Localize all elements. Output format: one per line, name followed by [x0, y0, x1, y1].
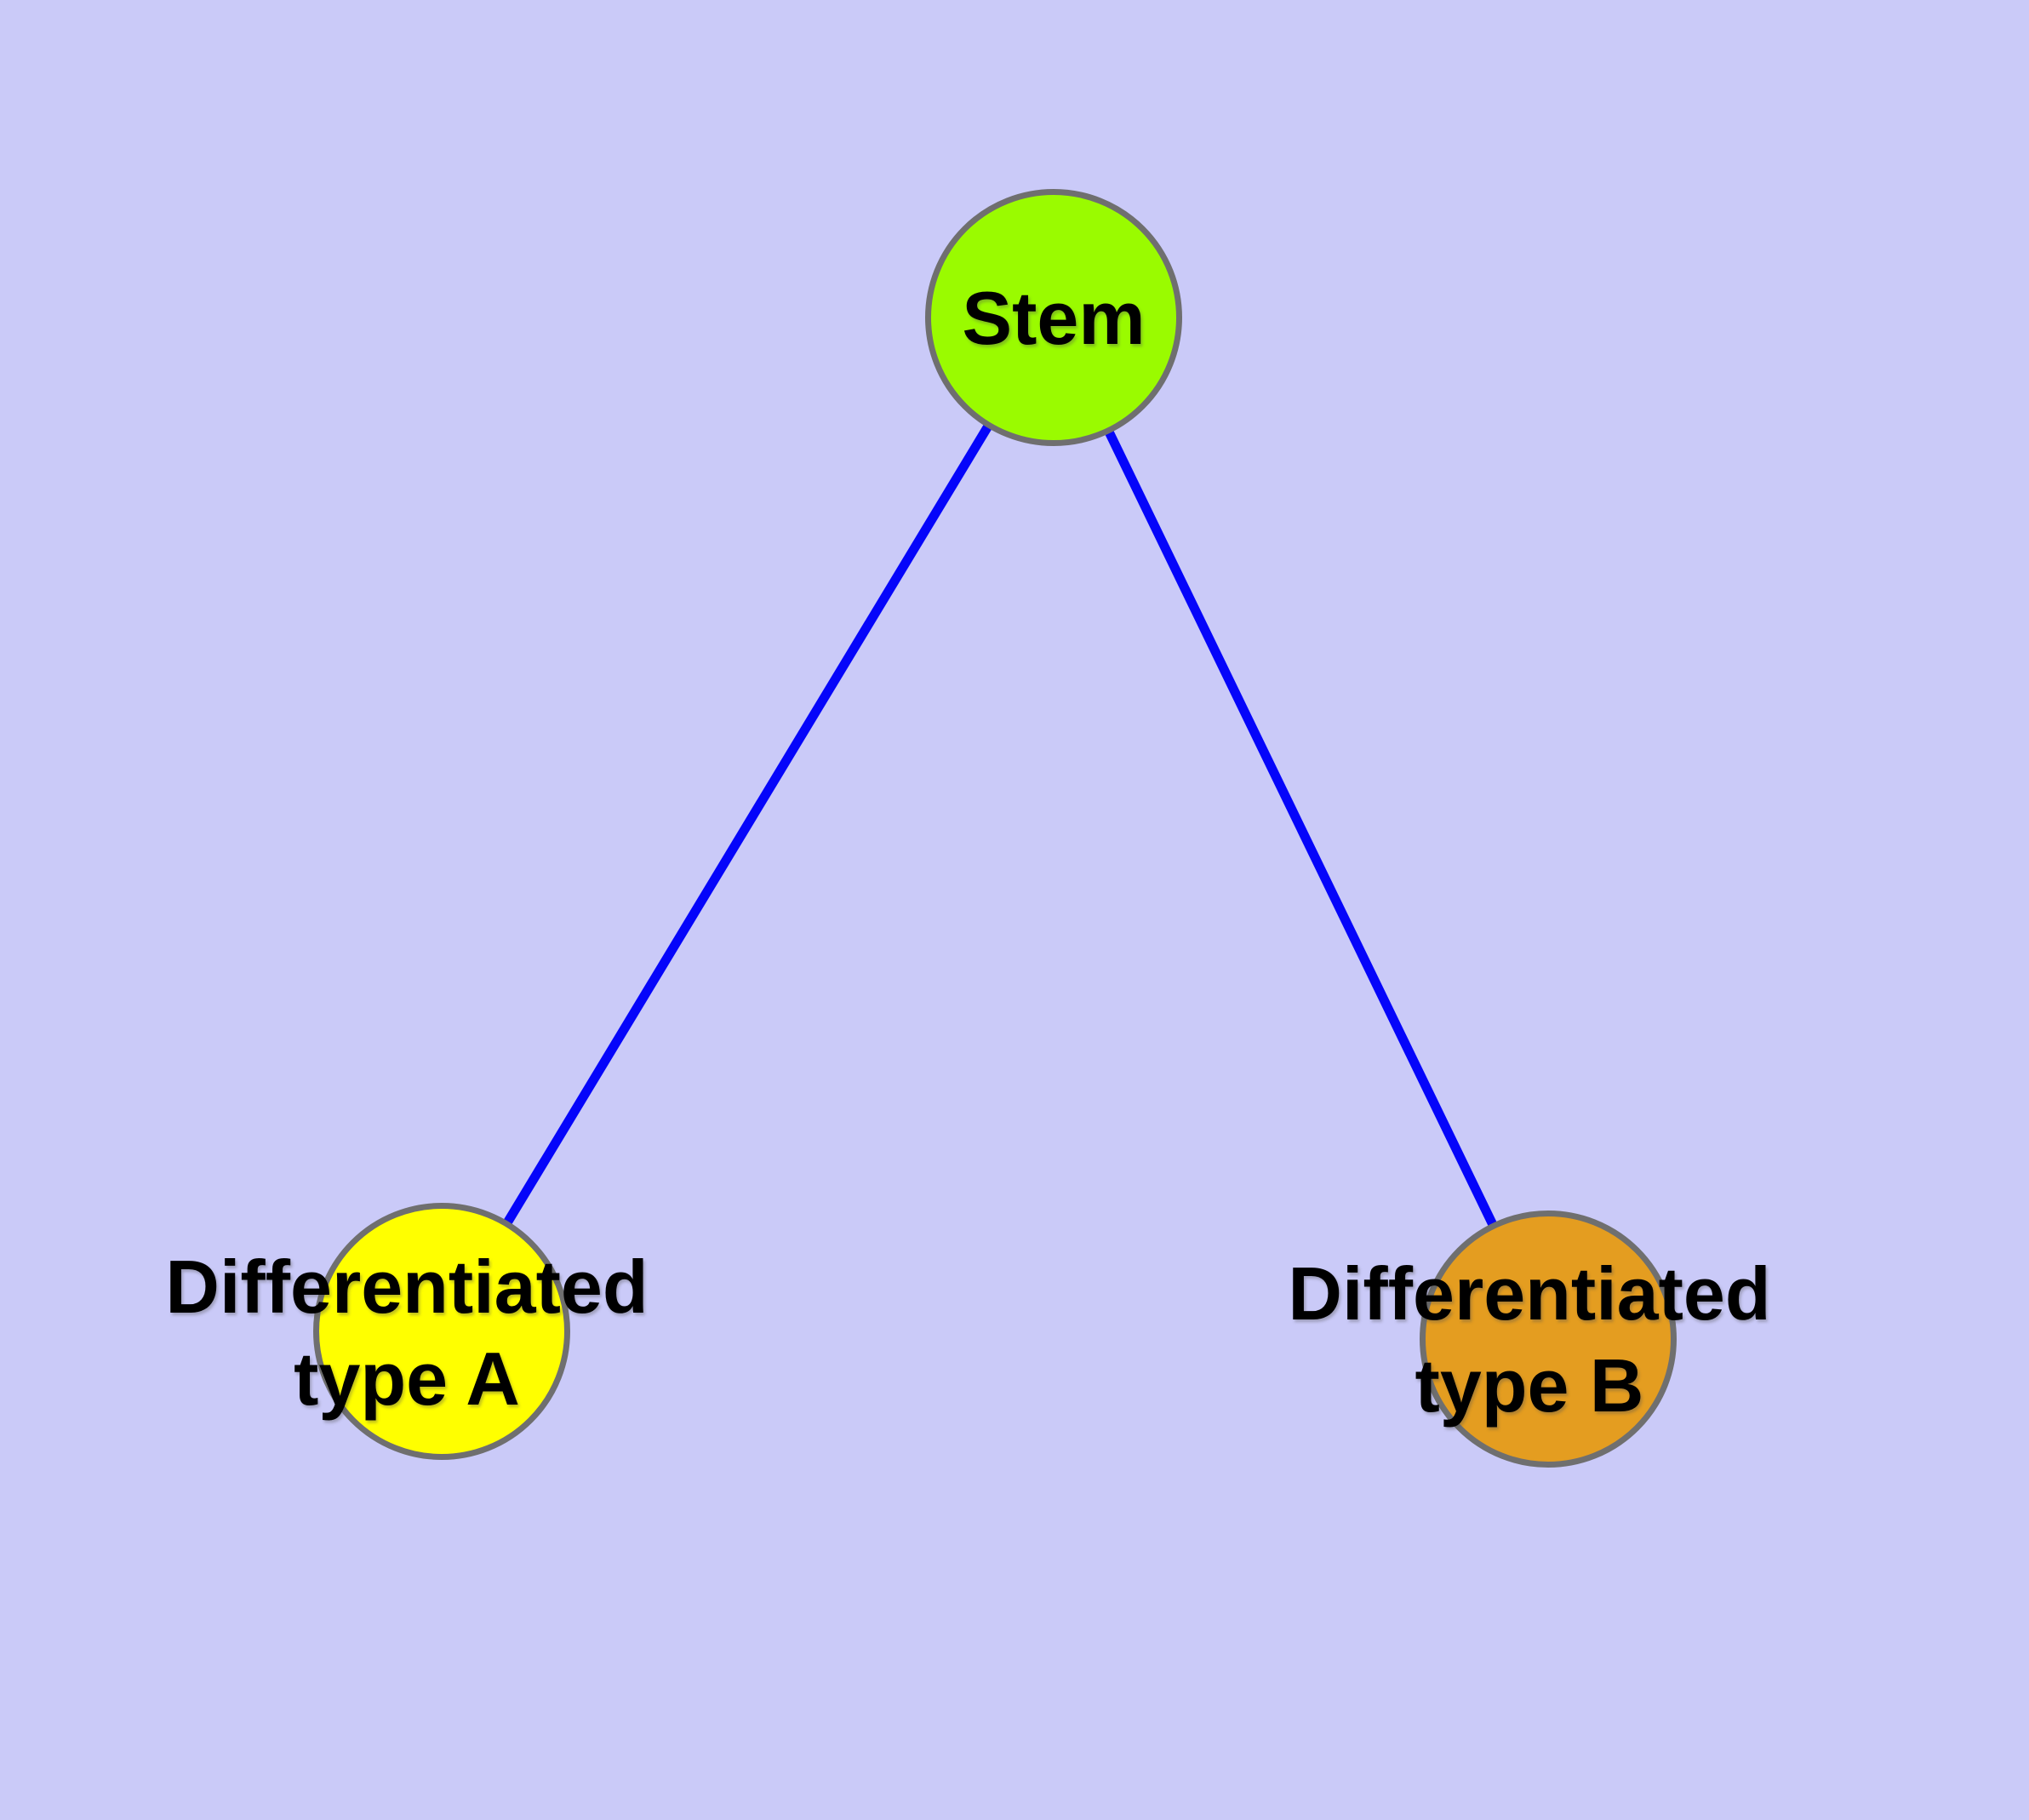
stem-label-text: Stem	[962, 276, 1146, 360]
edge-stem-to-type-b	[1049, 315, 1552, 1342]
type-b-label-line2: type B	[1415, 1343, 1644, 1428]
edge-stem-to-type-a	[437, 315, 1058, 1334]
type-a-label-line2: type A	[294, 1336, 520, 1421]
type-a-label-line1: Differentiated	[165, 1245, 649, 1329]
node-stem-label: Stem	[962, 272, 1145, 364]
node-type-a-label: Differentiated type A	[165, 1241, 648, 1425]
node-type-b-label: Differentiated type B	[1288, 1248, 1770, 1432]
node-stem	[925, 189, 1182, 446]
node-differentiated-type-a	[313, 1203, 570, 1460]
type-b-label-line1: Differentiated	[1288, 1251, 1771, 1336]
node-differentiated-type-b	[1420, 1210, 1677, 1468]
